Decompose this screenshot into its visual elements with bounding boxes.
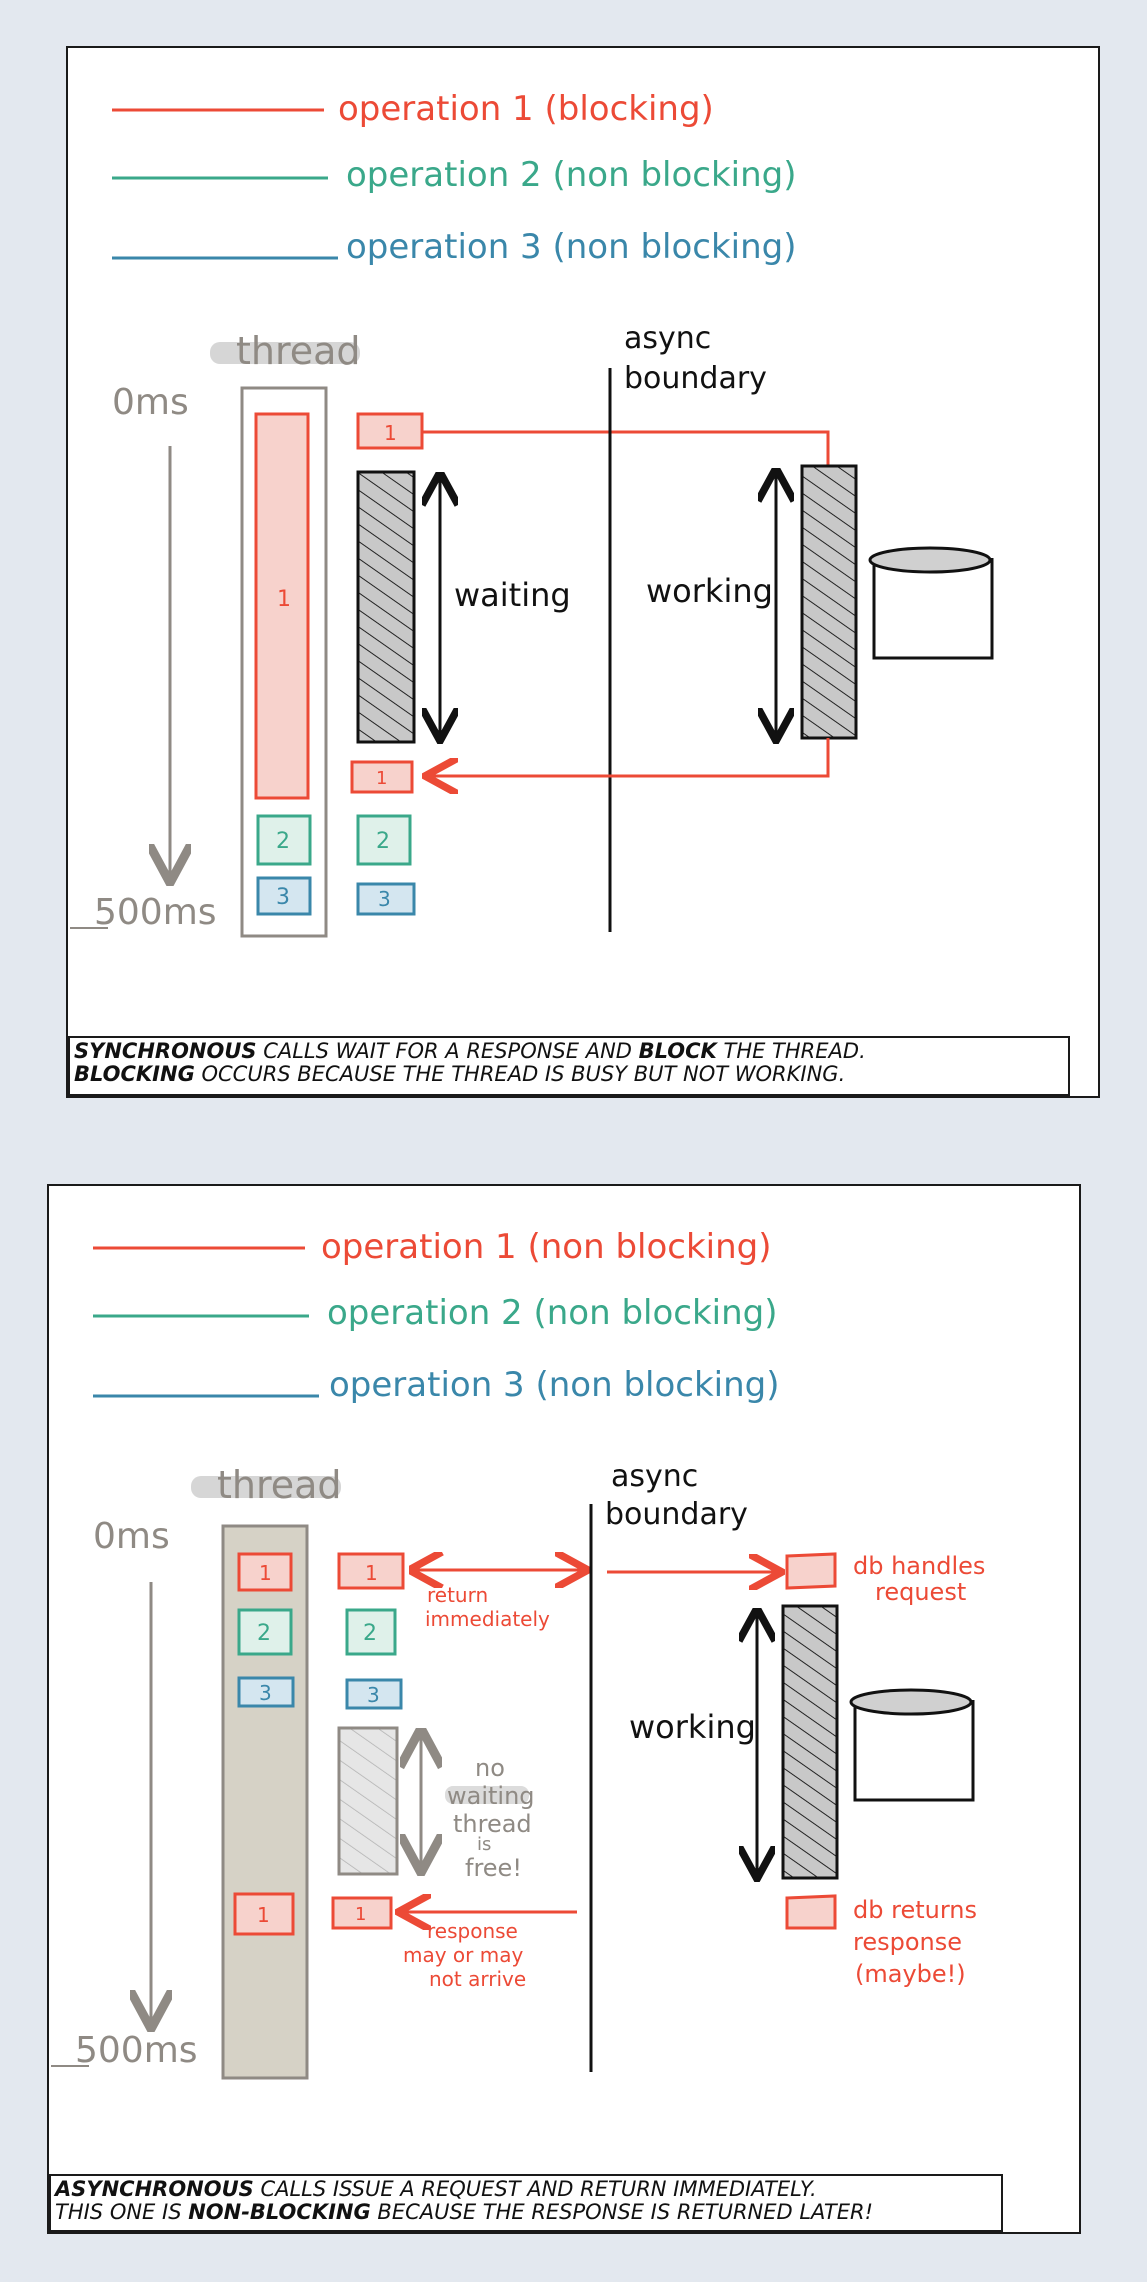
- thread-block-op1-return: [233, 1892, 295, 1936]
- thread-block-op3-label: 3: [259, 1681, 272, 1705]
- thread-label: thread: [236, 329, 361, 373]
- db-handles-label-2: request: [875, 1578, 966, 1606]
- db-request-block: [785, 1552, 837, 1590]
- caption-async-text-1: calls issue a request and return immedia…: [253, 2177, 817, 2201]
- database-icon: [872, 558, 994, 660]
- thread-block-op2: [256, 814, 312, 866]
- request-block-op1: [337, 1552, 405, 1590]
- async-caption: Asynchronous calls issue a request and r…: [49, 2174, 1003, 2232]
- response-block-op1-label: 1: [376, 768, 387, 789]
- thread-block-op1: [254, 412, 310, 800]
- no-waiting-label-4: is: [477, 1834, 491, 1855]
- request-block-op2-label: 2: [363, 1621, 377, 1646]
- request-block-op2-label: 2: [376, 829, 390, 854]
- async-diagram: operation 1 (non blocking) operation 2 (…: [51, 1227, 985, 2080]
- legend-label-op1: operation 1 (blocking): [338, 89, 714, 129]
- request-block-op2: [345, 1608, 397, 1656]
- response-block-op1-label: 1: [355, 1904, 366, 1925]
- waiting-label: waiting: [454, 576, 571, 614]
- thread-block-op2-label: 2: [257, 1621, 271, 1646]
- working-label: working: [646, 572, 773, 610]
- no-waiting-label-2: waiting: [447, 1782, 535, 1810]
- request-block-op3-label: 3: [367, 1683, 380, 1707]
- time-start-label: 0ms: [93, 1516, 170, 1557]
- legend-label-op3: operation 3 (non blocking): [346, 227, 797, 267]
- db-handles-label-1: db handles: [853, 1552, 985, 1580]
- request-block-op3-label: 3: [378, 887, 391, 911]
- thread-block-op1-return-label: 1: [257, 1903, 270, 1927]
- caption-async-bold-2: non-blocking: [188, 2200, 371, 2224]
- request-block-op3: [345, 1678, 403, 1710]
- thread-block-op1-label: 1: [259, 1561, 272, 1585]
- thread-bar: [221, 1524, 309, 2080]
- database-icon: [853, 1700, 975, 1802]
- request-block-op2: [356, 814, 412, 866]
- legend-label-op1: operation 1 (non blocking): [321, 1227, 772, 1267]
- thread-block-op2-label: 2: [276, 829, 290, 854]
- thread-block-op2: [237, 1608, 293, 1656]
- sync-caption: Synchronous calls wait for a response an…: [68, 1036, 1070, 1096]
- database-icon-top: [849, 1688, 973, 1716]
- no-waiting-label-5: free!: [465, 1854, 522, 1882]
- request-block-op1-label: 1: [384, 421, 397, 445]
- async-boundary-label-2: boundary: [624, 361, 767, 396]
- async-boundary-label-1: async: [611, 1459, 698, 1494]
- sync-diagram-panel: operation 1 (blocking) operation 2 (non …: [66, 46, 1100, 1098]
- time-end-label: 500ms: [75, 2030, 198, 2071]
- request-block-op1-label: 1: [365, 1561, 378, 1585]
- return-label-2: immediately: [425, 1607, 550, 1631]
- thread-block-op1-label: 1: [277, 587, 291, 612]
- caption-sync-bold-3: Blocking: [74, 1062, 195, 1086]
- async-diagram-panel: operation 1 (non blocking) operation 2 (…: [47, 1184, 1081, 2234]
- return-label-1: return: [427, 1583, 488, 1607]
- request-block-op3: [356, 882, 416, 916]
- thread-label: thread: [217, 1463, 342, 1507]
- response-label-1: response: [427, 1919, 518, 1943]
- no-waiting-highlight: [445, 1786, 529, 1804]
- no-waiting-label-1: no: [475, 1754, 505, 1782]
- caption-async-bold-1: Asynchronous: [55, 2177, 254, 2201]
- request-block-op1: [356, 412, 424, 450]
- caption-async-text-3: because the response is returned later!: [370, 2200, 874, 2224]
- db-return-block: [785, 1894, 837, 1930]
- legend-label-op2: operation 2 (non blocking): [327, 1293, 778, 1333]
- caption-sync-text-2: the thread.: [716, 1039, 866, 1063]
- response-block-op1: [350, 760, 414, 794]
- response-label-3: not arrive: [429, 1967, 526, 1991]
- thread-label-highlight: [191, 1476, 341, 1498]
- db-returns-label-3: (maybe!): [855, 1960, 966, 1988]
- async-boundary-label-1: async: [624, 321, 711, 356]
- thread-block-op3: [256, 876, 312, 916]
- db-returns-label-2: response: [853, 1928, 962, 1956]
- db-returns-label-1: db returns: [853, 1896, 977, 1924]
- caption-sync-bold-2: block: [638, 1039, 717, 1063]
- caption-async-text-2: This one is: [55, 2200, 189, 2224]
- thread-block-op3-label: 3: [276, 885, 290, 910]
- thread-label-highlight: [210, 342, 360, 364]
- response-line-op1: [428, 738, 830, 776]
- sync-diagram: operation 1 (blocking) operation 2 (non …: [70, 89, 994, 938]
- working-label: working: [629, 1708, 756, 1746]
- no-waiting-label-3: thread: [453, 1810, 532, 1838]
- time-start-label: 0ms: [112, 382, 189, 423]
- waiting-block: [356, 470, 416, 744]
- legend-label-op3: operation 3 (non blocking): [329, 1365, 780, 1405]
- caption-sync-bold-1: Synchronous: [74, 1039, 257, 1063]
- thread-block-op3: [237, 1676, 295, 1708]
- response-block-op1: [331, 1896, 393, 1930]
- database-icon-top: [868, 546, 992, 574]
- async-boundary-label-2: boundary: [605, 1497, 748, 1532]
- thread-block-op1: [237, 1552, 293, 1592]
- working-block: [800, 464, 858, 740]
- legend-label-op2: operation 2 (non blocking): [346, 155, 797, 195]
- caption-sync-text-3: occurs because the thread is busy but no…: [194, 1062, 846, 1086]
- working-block: [781, 1604, 839, 1880]
- free-block: [337, 1726, 399, 1876]
- request-line-op1: [422, 430, 830, 466]
- caption-sync-text-1: calls wait for a response and: [256, 1039, 639, 1063]
- response-label-2: may or may: [403, 1943, 523, 1967]
- time-end-label: 500ms: [94, 892, 217, 933]
